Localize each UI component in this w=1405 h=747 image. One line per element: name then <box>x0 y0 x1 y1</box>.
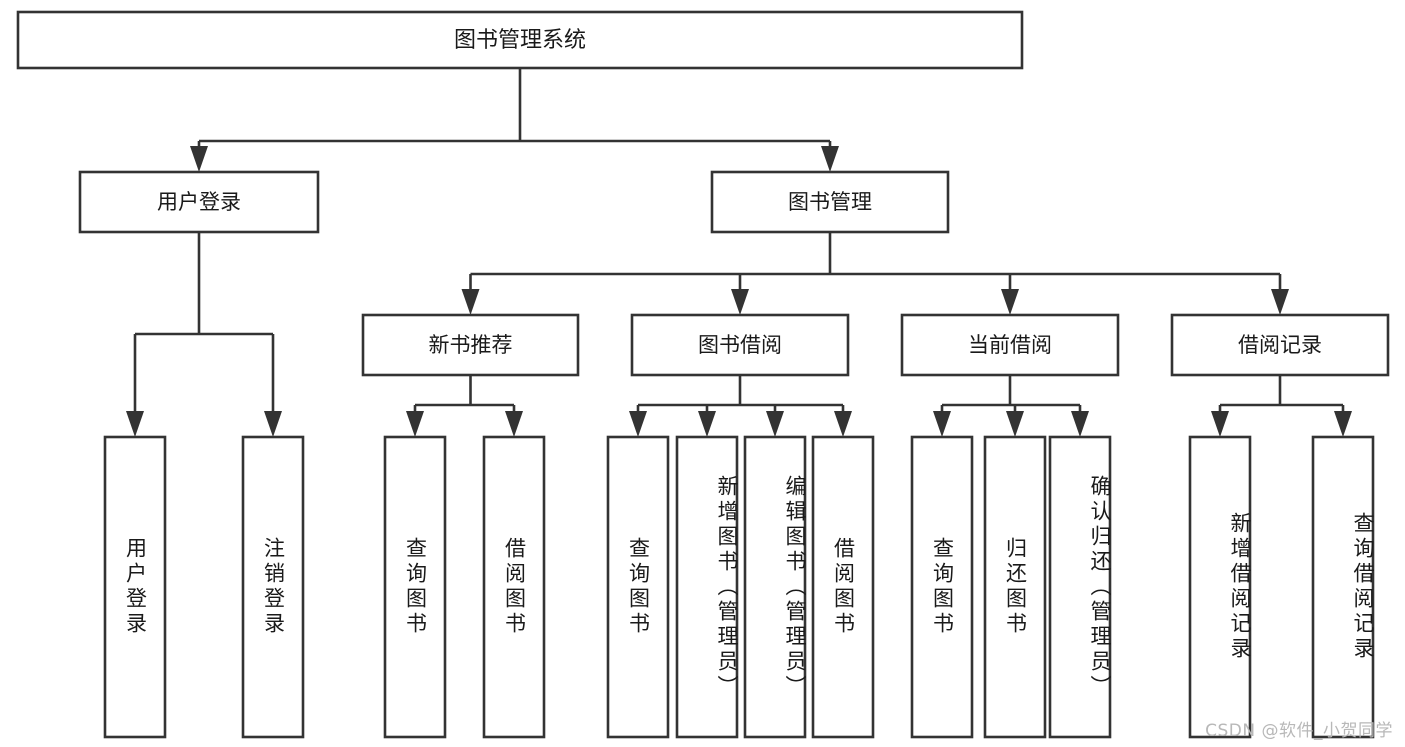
arrow-to-category-head <box>1001 289 1019 315</box>
arrow-to-leaf-head <box>698 411 716 437</box>
arrow-to-leaf-head <box>264 411 282 437</box>
node-box-category[interactable] <box>630 313 850 377</box>
node-box-book-management[interactable] <box>710 170 950 234</box>
arrow-to-leaf-head <box>505 411 523 437</box>
arrow-to-leaf-head <box>766 411 784 437</box>
node-box-leaf[interactable] <box>675 435 739 739</box>
node-box-leaf[interactable] <box>103 435 167 739</box>
arrow-to-leaf-head <box>406 411 424 437</box>
arrow-to-book-management-head <box>821 146 839 172</box>
connector-layer <box>126 68 1352 437</box>
node-box-category[interactable] <box>361 313 580 377</box>
node-box-leaf[interactable] <box>482 435 546 739</box>
node-box-user-login[interactable] <box>78 170 320 234</box>
node-box-leaf[interactable] <box>241 435 305 739</box>
arrow-to-leaf-head <box>933 411 951 437</box>
arrow-to-category-head <box>731 289 749 315</box>
node-label: 图书管理 <box>788 190 872 214</box>
node-box-category[interactable] <box>900 313 1120 377</box>
node-box-leaf[interactable] <box>983 435 1047 739</box>
node-label: 当前借阅 <box>968 333 1052 357</box>
node-box-leaf[interactable] <box>606 435 670 739</box>
node-box-leaf[interactable] <box>383 435 447 739</box>
csdn-watermark: CSDN @软件_小贺同学 <box>1205 721 1393 741</box>
arrow-to-leaf-head <box>126 411 144 437</box>
node-box-leaf[interactable] <box>910 435 974 739</box>
node-box-leaf[interactable] <box>1048 435 1112 739</box>
arrow-to-category-head <box>461 289 480 315</box>
node-label: 图书借阅 <box>698 333 782 357</box>
arrow-to-leaf-head <box>834 411 852 437</box>
node-box-root[interactable] <box>16 10 1024 70</box>
node-box-leaf[interactable] <box>811 435 875 739</box>
node-box-category[interactable] <box>1170 313 1390 377</box>
arrow-to-leaf-head <box>629 411 647 437</box>
node-label: 用户登录 <box>157 190 241 214</box>
node-box-leaf[interactable] <box>743 435 807 739</box>
arrow-to-leaf-head <box>1211 411 1229 437</box>
node-label: 新书推荐 <box>429 333 513 357</box>
box-layer <box>16 10 1390 739</box>
node-box-leaf[interactable] <box>1311 435 1375 739</box>
arrow-to-user-login-head <box>190 146 208 172</box>
node-box-leaf[interactable] <box>1188 435 1252 739</box>
arrow-to-leaf-head <box>1006 411 1024 437</box>
node-label: 图书管理系统 <box>454 28 586 53</box>
arrow-to-leaf-head <box>1071 411 1089 437</box>
node-label: 借阅记录 <box>1238 333 1322 357</box>
arrow-to-leaf-head <box>1334 411 1352 437</box>
arrow-to-category-head <box>1271 289 1289 315</box>
